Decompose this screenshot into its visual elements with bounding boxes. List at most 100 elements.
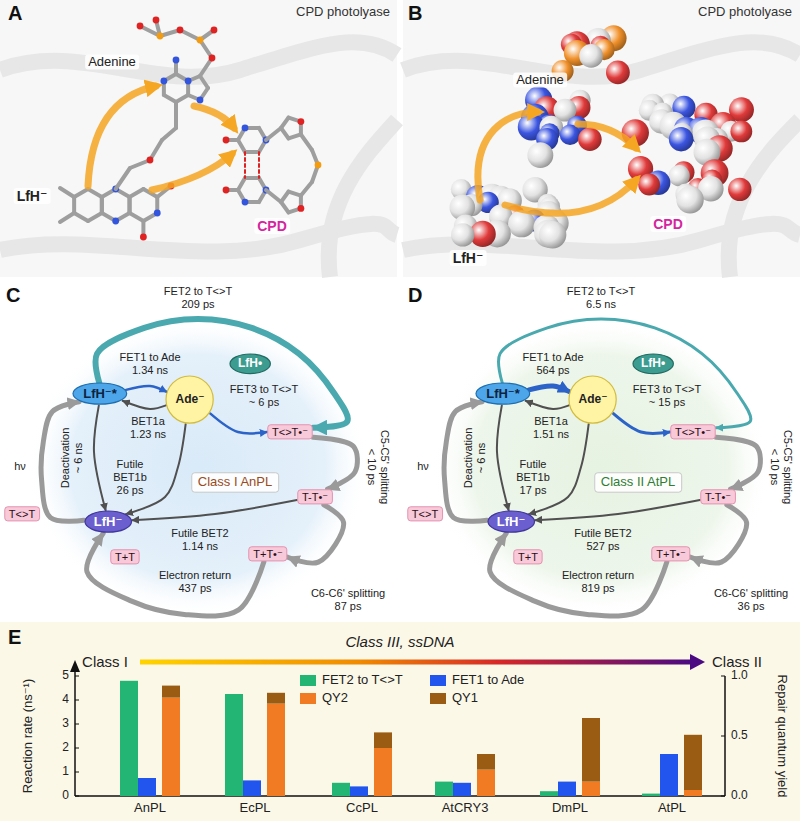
reaction-arrow bbox=[526, 401, 569, 409]
molecule-bond bbox=[301, 182, 312, 196]
atom-sphere bbox=[676, 186, 703, 213]
node-outline bbox=[85, 511, 132, 532]
molecule-atom bbox=[177, 27, 184, 34]
legend-text: QY1 bbox=[452, 691, 478, 706]
atom-sphere bbox=[606, 61, 630, 85]
node-outline bbox=[166, 376, 213, 423]
edge-label: Deactivation ~ 6 ns bbox=[59, 425, 85, 491]
class-label: Class II AtPL bbox=[594, 472, 682, 493]
rate-bar bbox=[225, 694, 243, 796]
node-text: T-T•⁻ bbox=[705, 491, 731, 504]
yield-bar bbox=[477, 754, 495, 770]
molecule-bond bbox=[116, 168, 130, 189]
axis-arrowhead bbox=[70, 660, 80, 672]
state-label: T<>T•⁻ bbox=[670, 424, 716, 440]
node-outline bbox=[192, 472, 279, 491]
molecule-bond bbox=[130, 189, 144, 197]
state-label: T+T bbox=[513, 549, 543, 565]
edge-label: C6-C6' splitting 36 ps bbox=[708, 587, 794, 613]
edge-label: Electron return 437 ps bbox=[152, 569, 238, 595]
molecule-bond bbox=[130, 213, 144, 221]
rate-bar bbox=[660, 754, 678, 796]
molecule-atom bbox=[112, 218, 119, 225]
molecule-bond bbox=[162, 128, 176, 140]
transfer-arrow bbox=[194, 106, 234, 128]
rate-bar bbox=[120, 681, 138, 796]
state-label: T-T•⁻ bbox=[700, 489, 736, 505]
axis-tick bbox=[75, 676, 79, 677]
category-label: CcPL bbox=[346, 801, 378, 816]
molecule-atom bbox=[160, 78, 167, 85]
node-text: T<>T bbox=[9, 508, 35, 521]
edge-label: Futile BET2 1.14 ns bbox=[164, 527, 236, 553]
molecule-bond bbox=[74, 189, 88, 197]
atom-sphere bbox=[669, 127, 693, 151]
reaction-arrow bbox=[210, 414, 267, 434]
protein-ribbon bbox=[0, 42, 397, 77]
tick-label: 4 bbox=[62, 693, 69, 707]
flavin-radical: LfH• bbox=[229, 353, 271, 375]
molecule-bond bbox=[128, 197, 132, 213]
molecule-bond bbox=[100, 197, 104, 213]
legend-swatch bbox=[300, 675, 316, 686]
molecule-atom bbox=[315, 162, 322, 169]
edge-label: FET1 to Ade 564 ps bbox=[515, 351, 591, 377]
molecule-bond bbox=[244, 152, 246, 178]
node-outline bbox=[569, 376, 616, 423]
reaction-arrow bbox=[490, 533, 667, 616]
molecule-bond bbox=[60, 213, 74, 222]
tick-label: 0.5 bbox=[731, 729, 748, 743]
edge-label: Electron return 819 ps bbox=[555, 569, 641, 595]
rate-bar bbox=[138, 778, 156, 796]
node-outline bbox=[671, 425, 715, 439]
molecule-atom bbox=[197, 97, 204, 104]
legend-swatch bbox=[430, 675, 446, 686]
molecule-bond bbox=[88, 213, 102, 221]
reaction-arrow bbox=[96, 319, 348, 428]
molecule-bond bbox=[150, 140, 162, 160]
state-label: T+T•⁻ bbox=[651, 546, 691, 562]
edge-label: Futile BET1b 26 ps bbox=[107, 458, 153, 498]
reaction-arrow bbox=[529, 386, 570, 392]
molecule-bond bbox=[301, 134, 312, 150]
category-label: AtCRY3 bbox=[442, 801, 489, 816]
atom-sphere bbox=[579, 44, 603, 68]
yield-bar bbox=[162, 698, 180, 796]
protein-ribbon bbox=[729, 120, 800, 277]
yield-bar bbox=[374, 732, 392, 748]
class-arrowhead bbox=[690, 654, 705, 670]
molecule-bond bbox=[238, 140, 245, 152]
node-outline bbox=[73, 383, 127, 404]
rate-bar bbox=[243, 780, 261, 796]
molecule-atom bbox=[209, 55, 216, 62]
edge-label: FET2 to T<>T 209 ps bbox=[158, 285, 238, 311]
node-outline bbox=[476, 383, 530, 404]
scheme-glow bbox=[28, 317, 368, 617]
scheme-glow bbox=[431, 317, 771, 617]
edge-label: Futile BET2 527 ps bbox=[567, 527, 639, 553]
molecule-atom bbox=[223, 187, 230, 194]
atom-sphere bbox=[451, 223, 474, 246]
molecule-bond bbox=[88, 189, 102, 197]
category-label: AtPL bbox=[658, 801, 686, 816]
node-text: LfH⁻ bbox=[94, 515, 123, 530]
legend-swatch bbox=[300, 693, 316, 704]
reaction-arrow bbox=[313, 437, 357, 489]
reaction-arrow bbox=[288, 505, 344, 563]
molecule-label: LfH⁻ bbox=[14, 188, 51, 204]
axis-tick bbox=[721, 796, 725, 797]
adenine-anion: Ade⁻ bbox=[568, 375, 617, 424]
rate-bar bbox=[350, 786, 368, 796]
tick-label: 1 bbox=[62, 765, 69, 779]
reaction-arrow bbox=[126, 386, 167, 392]
node-outline bbox=[652, 547, 690, 561]
panel-letter: C bbox=[6, 284, 20, 307]
node-outline bbox=[111, 550, 139, 564]
molecule-atom bbox=[211, 27, 218, 34]
node-text: LfH⁻* bbox=[486, 387, 520, 402]
node-outline bbox=[249, 547, 287, 561]
molecule-label: Adenine bbox=[85, 55, 139, 70]
reaction-arrow bbox=[132, 500, 297, 520]
